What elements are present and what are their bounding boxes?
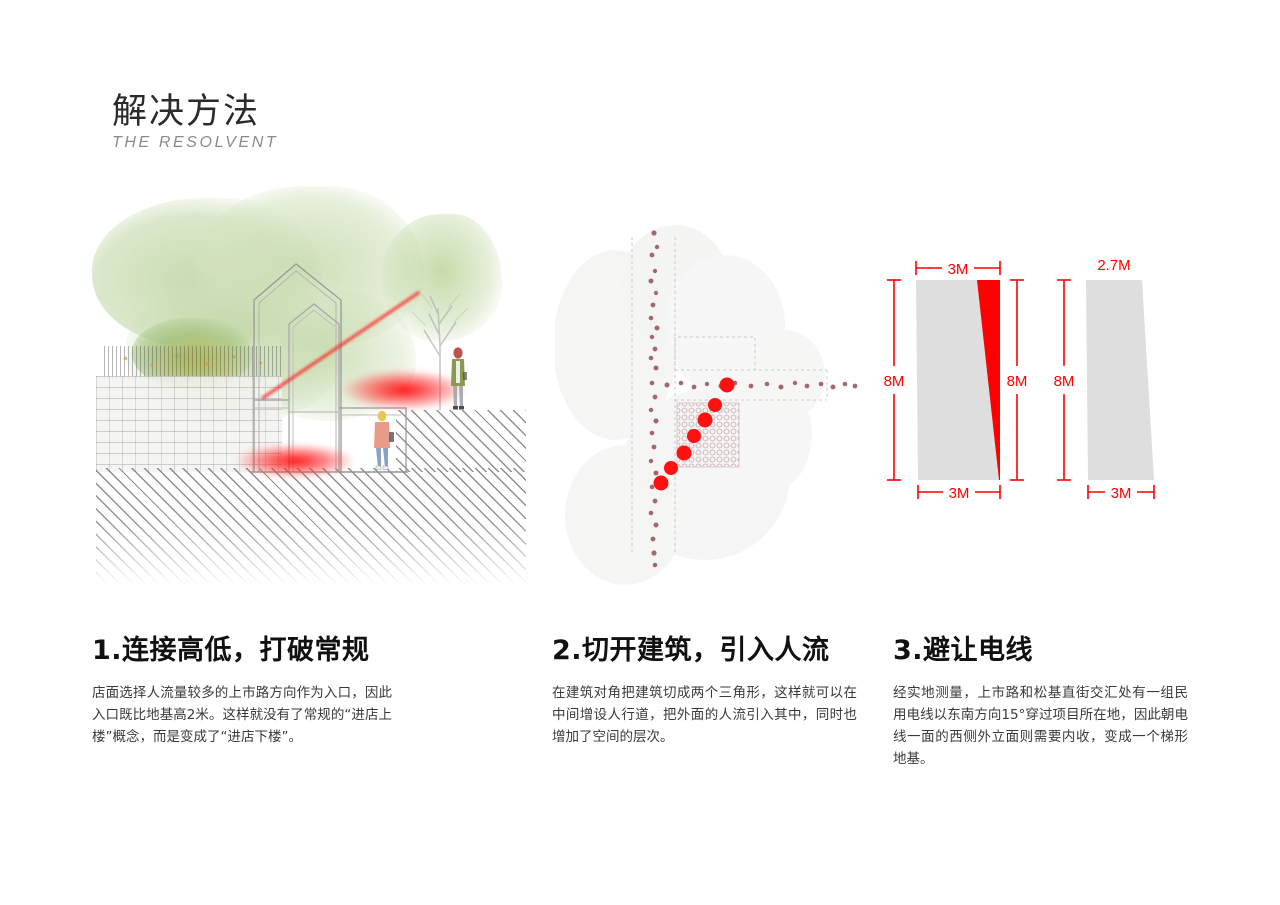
trapezoid-dimension-drawing: 3M 3M 8M 8M 2.7M — [882, 257, 1155, 502]
street-boundary-dashes — [631, 237, 828, 553]
dim-label-right-height: 8M — [1054, 373, 1075, 390]
right-shape-gray — [1086, 280, 1154, 480]
dim-height-right — [1052, 279, 1076, 481]
page-title-cn: 解决方法 — [112, 92, 261, 132]
site-plan-drawing — [555, 225, 858, 585]
illustration-section-diagram — [92, 186, 526, 586]
caption-2-body: 在建筑对角把建筑切成两个三角形，这样就可以在中间增设人行道，把外面的人流引入其中… — [552, 685, 857, 745]
dim-label-right-bottom: 3M — [1111, 485, 1132, 502]
caption-section-1: 1.连接高低，打破常规 店面选择人流量较多的上市路方向作为入口，因此入口既比地基… — [92, 628, 432, 749]
pedestrian-figure-upper — [451, 347, 467, 410]
red-store-level-glow — [236, 444, 354, 478]
dim-label-left-height-right: 8M — [1007, 373, 1028, 390]
fence-foliage-specks — [104, 348, 282, 374]
caption-3-heading: 3.避让电线 — [893, 635, 1034, 666]
pedestrian-dots-vertical — [648, 230, 660, 568]
watercolor-section-scene — [92, 186, 526, 586]
caption-1-heading: 1.连接高低，打破常规 — [92, 635, 370, 666]
dim-label-left-height: 8M — [884, 373, 905, 390]
dim-top-left — [915, 259, 1001, 277]
dim-height-left-inner — [1005, 279, 1029, 481]
ground-hatch-upper-right — [396, 410, 526, 472]
caption-2-heading: 2.切开建筑，引入人流 — [552, 635, 830, 666]
page-title-en: THE RESOLVENT — [112, 134, 279, 152]
illustration-dimension-diagram: 3M 3M 8M 8M 2.7M — [880, 248, 1200, 518]
red-entrance-glow — [342, 370, 466, 410]
caption-1-body: 店面选择人流量较多的上市路方向作为入口，因此入口既比地基高2米。这样就没有了常规… — [92, 685, 392, 745]
dim-bottom-left — [917, 483, 1001, 501]
page-title: 解决方法 THE RESOLVENT — [112, 92, 278, 152]
dim-height-left-outer — [882, 279, 906, 481]
dim-label-left-top: 3M — [948, 261, 969, 278]
dim-bottom-right — [1087, 483, 1155, 501]
caption-section-3: 3.避让电线 经实地测量，上市路和松基直街交汇处有一组民用电线以东南方向15°穿… — [893, 628, 1213, 770]
ground-hatch-section — [96, 468, 526, 586]
caption-3-body: 经实地测量，上市路和松基直街交汇处有一组民用电线以东南方向15°穿过项目所在地，… — [893, 685, 1188, 767]
illustration-site-plan — [555, 225, 885, 590]
left-shape-gray — [916, 280, 999, 480]
flow-dots-diagonal — [653, 377, 735, 491]
dim-label-right-top: 2.7M — [1097, 257, 1130, 274]
caption-section-2: 2.切开建筑，引入人流 在建筑对角把建筑切成两个三角形，这样就可以在中间增设人行… — [552, 628, 882, 749]
pedestrian-figure-store — [374, 410, 394, 470]
dim-label-left-bottom: 3M — [949, 485, 970, 502]
